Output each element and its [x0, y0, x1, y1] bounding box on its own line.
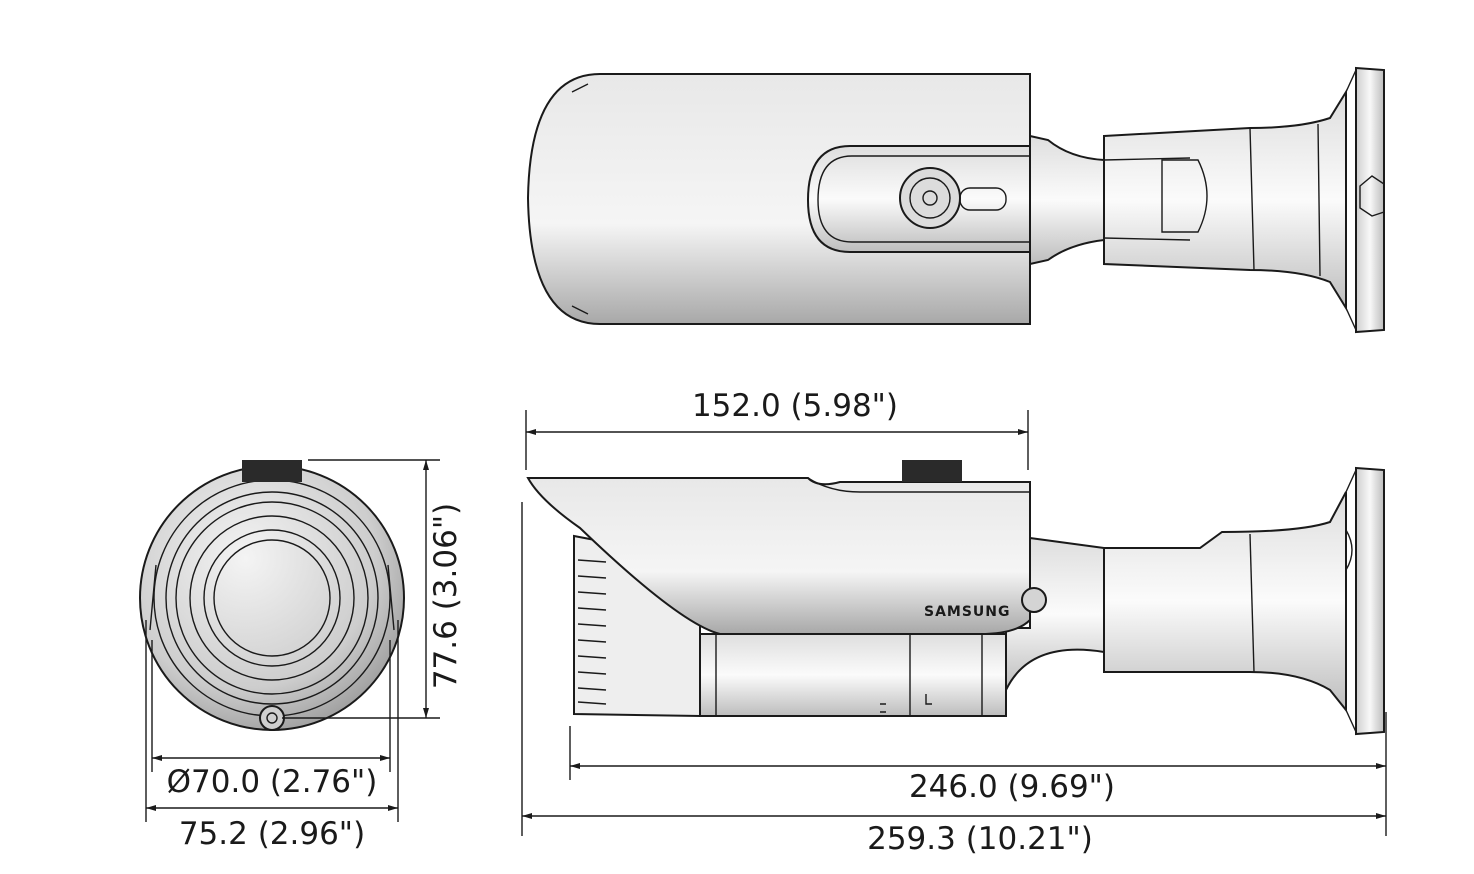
- ir-vents: [577, 559, 607, 705]
- dim-height: 77.6 (3.06"): [428, 503, 464, 689]
- dim-overall-length: 259.3 (10.21"): [867, 821, 1093, 857]
- top-bracket-arm: [1103, 88, 1347, 312]
- dimension-labels: 152.0 (5.98") 246.0 (9.69") 259.3 (10.21…: [167, 388, 1115, 857]
- front-bottom-screw: [259, 705, 285, 731]
- side-sun-shield: [526, 477, 1031, 635]
- dim-bracket-length: 246.0 (9.69"): [909, 769, 1115, 805]
- front-lens: [213, 539, 331, 657]
- side-lower-body: [699, 633, 1007, 717]
- dim-diameter: Ø70.0 (2.76"): [167, 764, 378, 800]
- side-view: SAMSUNG: [526, 460, 1385, 736]
- front-view: [139, 460, 405, 731]
- top-adjust-knob: [899, 167, 961, 229]
- top-view: [526, 66, 1385, 334]
- dimension-lines: [145, 410, 1387, 836]
- front-top-cap: [242, 460, 302, 482]
- side-bracket-arm: [1103, 491, 1347, 713]
- top-mount-plate: [1355, 66, 1385, 334]
- front-outer-ring: [139, 465, 405, 731]
- dim-width: 75.2 (2.96"): [179, 816, 365, 852]
- side-top-cap: [902, 460, 962, 482]
- top-camera-body: [526, 73, 1031, 325]
- side-adjust-screw: [1021, 587, 1047, 613]
- side-mount-plate: [1355, 466, 1385, 736]
- dim-body-length: 152.0 (5.98"): [692, 388, 898, 424]
- top-neck: [1029, 134, 1105, 266]
- brand-label: SAMSUNG: [924, 604, 1011, 620]
